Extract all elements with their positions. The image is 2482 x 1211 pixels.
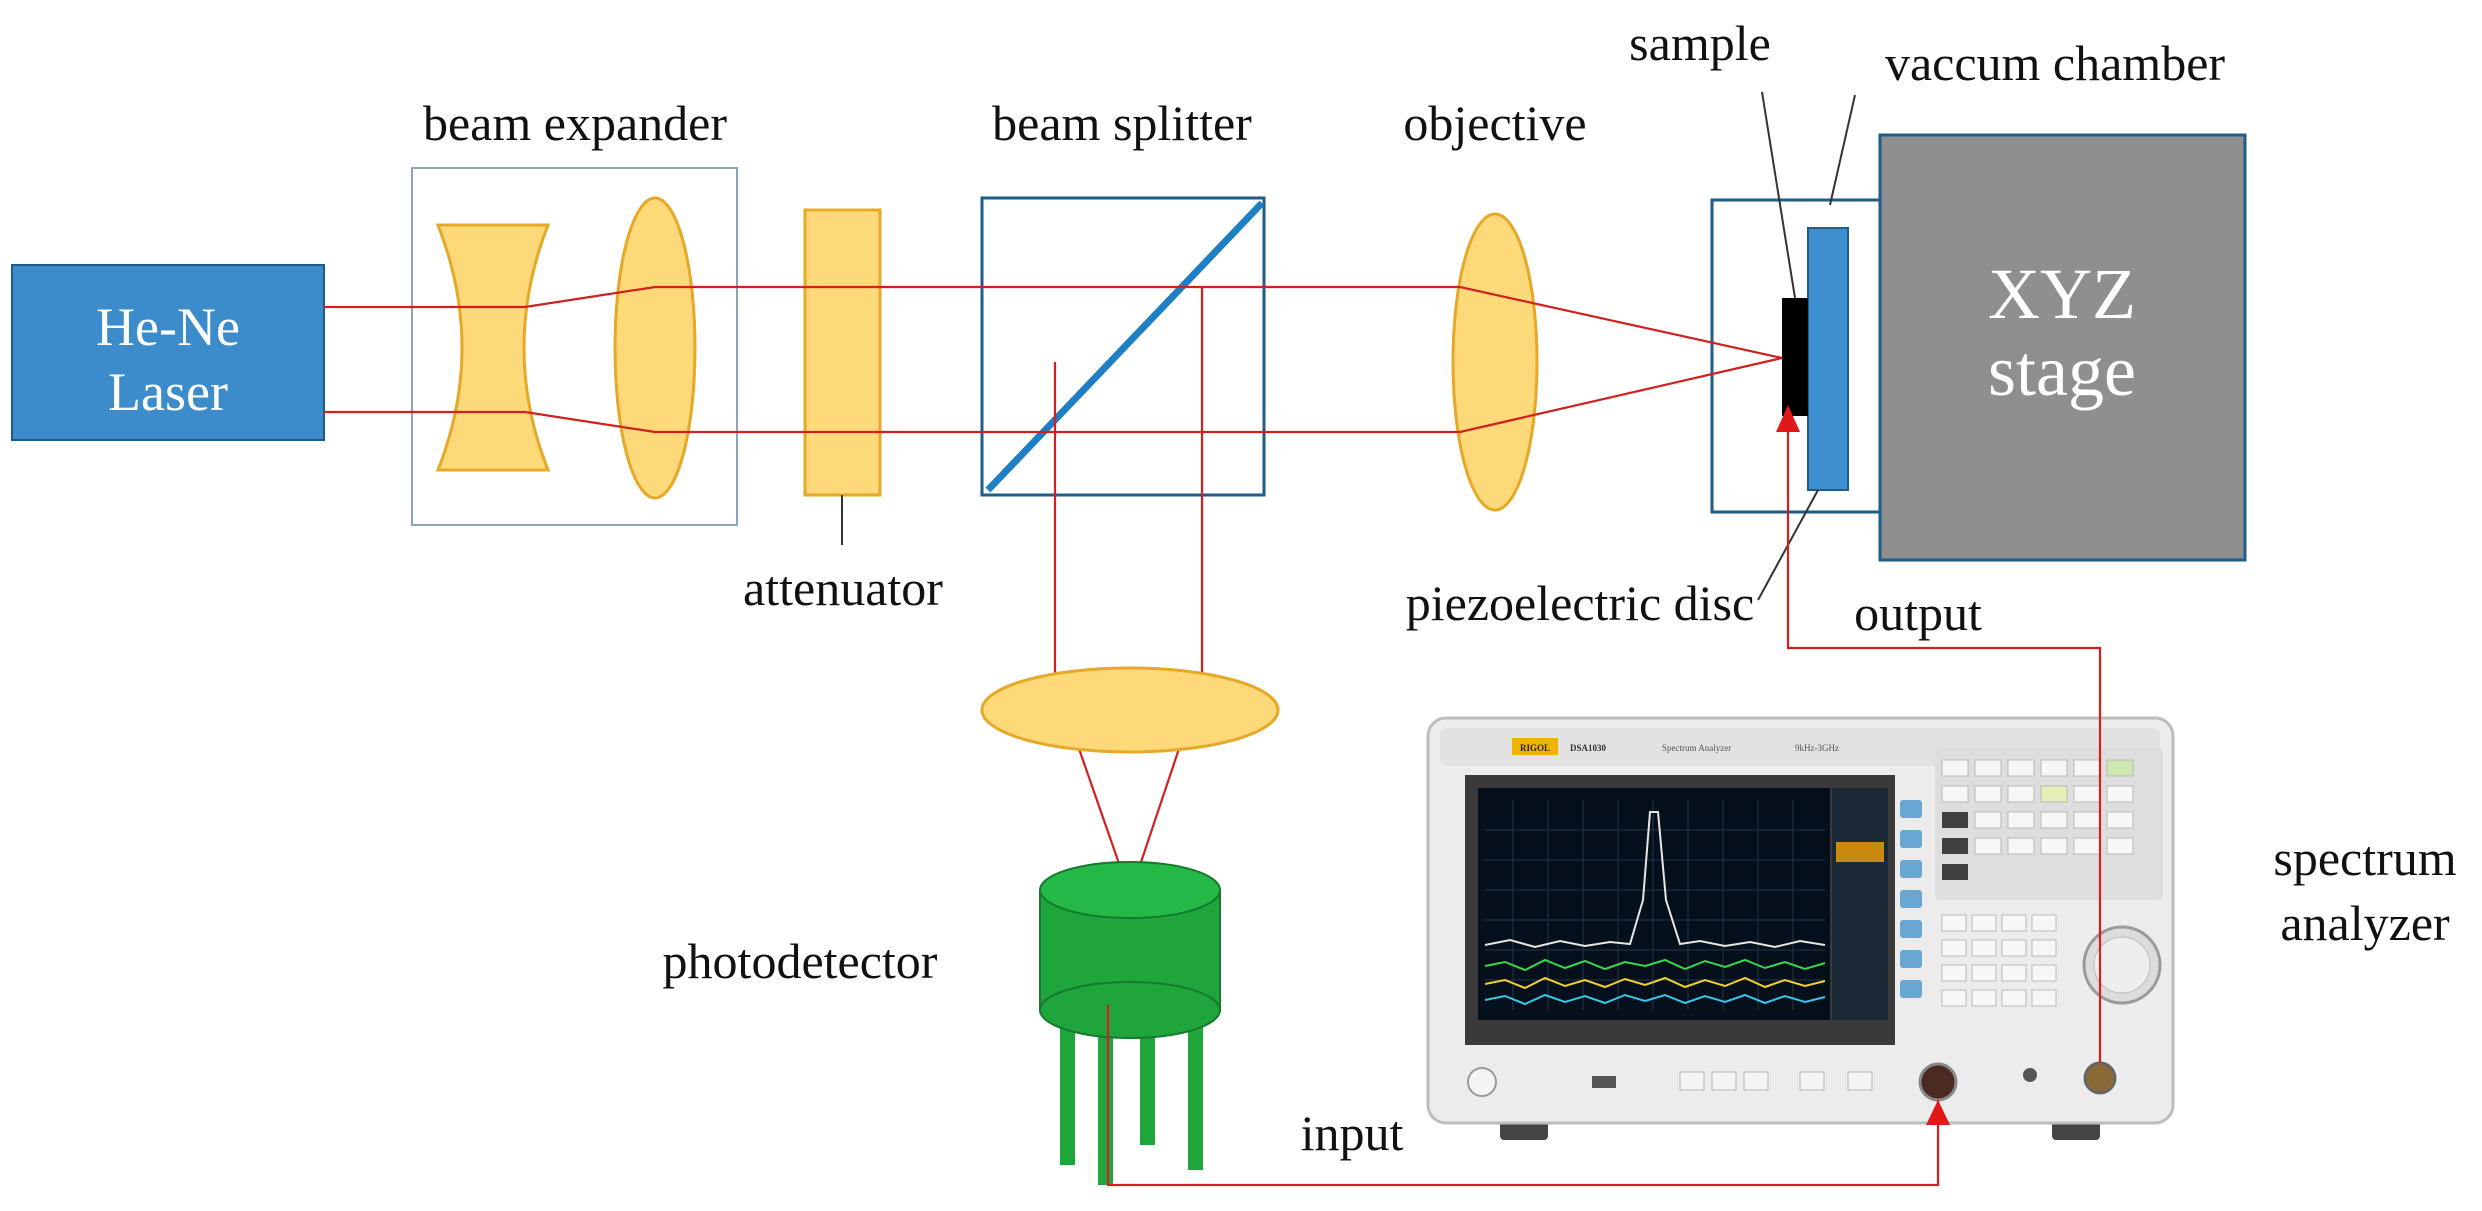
beam-expander-frame <box>411 167 738 526</box>
sample-pointer <box>1761 91 1796 299</box>
analyzer-brand: RIGOL <box>1520 743 1550 753</box>
piezo-disc-label: piezoelectric disc <box>1406 575 1754 631</box>
input-label: input <box>1301 1105 1404 1161</box>
objective-lens <box>1451 212 1539 512</box>
sample-block <box>1782 298 1808 416</box>
objective-label: objective <box>1403 95 1586 151</box>
output-wire <box>1786 420 2102 1063</box>
trace-white <box>1484 811 1826 949</box>
usb-port <box>1592 1076 1616 1088</box>
spectrum-analyzer-label-line1: spectrum <box>2273 830 2456 886</box>
analyzer-range: 9kHz-3GHz <box>1795 743 1839 753</box>
screen-menu-highlight <box>1836 842 1884 862</box>
spectrum-analyzer-label-line2: analyzer <box>2280 895 2450 951</box>
beam-splitter-label: beam splitter <box>992 95 1252 151</box>
numeric-keys <box>1941 914 2057 1007</box>
trace-cyan <box>1484 993 1826 1006</box>
screen-grid <box>1485 800 1825 1010</box>
photodetector <box>1039 861 1221 1185</box>
soft-keys <box>1900 800 1922 998</box>
beam-splitter <box>980 196 1266 497</box>
photodetector-leg-4 <box>1188 1005 1203 1170</box>
probe-power-connector <box>2023 1068 2037 1082</box>
laser-source: He-Ne Laser <box>11 264 325 441</box>
laser-label-line2: Laser <box>108 362 228 422</box>
sample-label: sample <box>1629 15 1771 71</box>
analyzer-subtitle: Spectrum Analyzer <box>1662 743 1731 753</box>
beam-upper <box>324 285 1783 360</box>
attenuator-filter <box>803 208 882 497</box>
attenuator-label: attenuator <box>743 560 943 616</box>
output-arrowhead <box>1776 405 1800 432</box>
input-arrowhead <box>1926 1100 1950 1125</box>
analyzer-model: DSA1030 <box>1570 743 1607 753</box>
beam-reflected-left <box>1053 362 1132 896</box>
rotary-knob-inner <box>2093 936 2151 994</box>
beam-splitter-mirror <box>985 200 1265 493</box>
beam-expander <box>411 167 738 526</box>
photodetector-bottom <box>1039 981 1221 1039</box>
laser-box <box>11 264 325 441</box>
photodetector-leg-2 <box>1098 1005 1113 1185</box>
bottom-keys <box>1679 1071 1873 1091</box>
photodetector-label: photodetector <box>663 933 938 989</box>
rf-input-connector <box>1918 1062 1958 1102</box>
attenuator <box>803 208 882 545</box>
xyz-stage-label-line2: stage <box>1988 331 2136 411</box>
xyz-stage: XYZ stage <box>1878 133 2247 562</box>
xyz-stage-label-line1: XYZ <box>1988 254 2136 334</box>
screen-menu-panel <box>1832 788 1888 1020</box>
vacuum-chamber <box>1710 198 1882 514</box>
xyz-stage-box <box>1878 133 2247 562</box>
concave-lens <box>435 223 551 472</box>
piezo-disc <box>1807 227 1849 491</box>
power-button <box>1467 1067 1497 1097</box>
photodetector-legs <box>1060 1005 1075 1165</box>
trace-green <box>1484 958 1826 972</box>
photodetector-leg-3 <box>1140 1005 1155 1145</box>
output-label: output <box>1854 585 1982 641</box>
vacuum-chamber-pointer <box>1829 94 1856 206</box>
laser-label-line1: He-Ne <box>96 297 240 357</box>
input-wire <box>1106 1005 1940 1187</box>
beam-reflected-right <box>1128 287 1204 896</box>
trace-yellow <box>1484 976 1826 990</box>
vacuum-chamber-label: vaccum chamber <box>1885 35 2225 91</box>
photodetector-top <box>1039 861 1221 919</box>
focusing-lens <box>980 666 1280 754</box>
beam-expander-label: beam expander <box>423 95 727 151</box>
spectrum-analyzer: RIGOL DSA1030 Spectrum Analyzer 9kHz-3GH… <box>1426 716 2175 1140</box>
convex-lens-expander <box>613 196 697 500</box>
beam-lower <box>324 356 1783 434</box>
analyzer-brand-badge <box>1512 738 1558 755</box>
keypad-top-keys <box>1941 759 2134 855</box>
keypad-dark-keys <box>1942 812 1968 880</box>
tg-output-connector <box>2083 1061 2117 1095</box>
beam-splitter-cube <box>980 196 1266 497</box>
